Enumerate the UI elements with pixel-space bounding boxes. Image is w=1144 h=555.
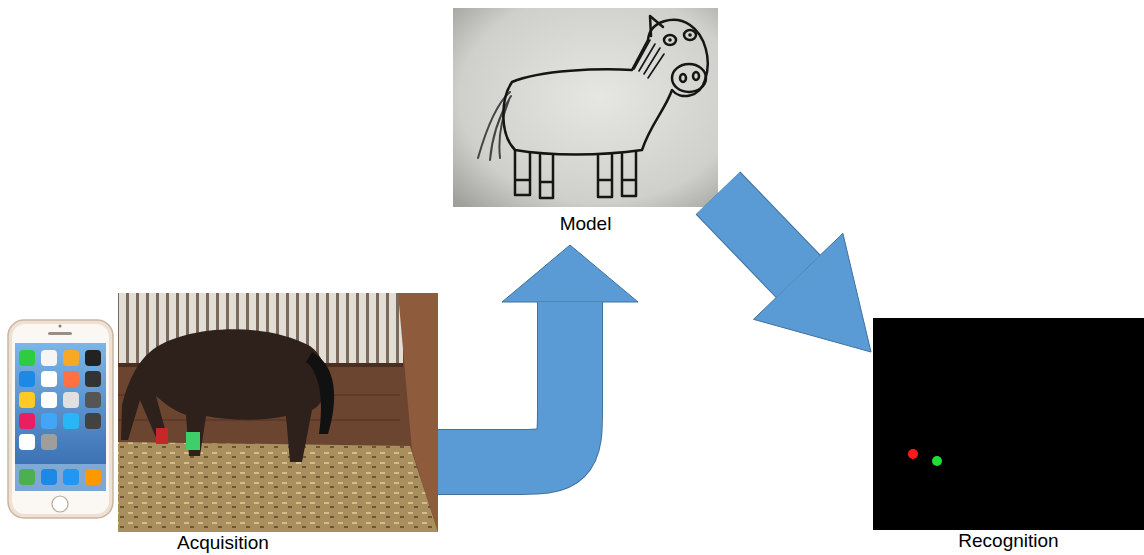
app-icon <box>63 413 79 429</box>
app-icon <box>85 413 101 429</box>
arrow-shaft <box>718 193 798 276</box>
phone-camera <box>59 325 62 328</box>
block-arrow <box>718 193 871 352</box>
panel-node: Model <box>453 8 718 235</box>
straw-bedding <box>118 442 438 532</box>
app-icon <box>41 469 57 485</box>
phone-screen <box>15 343 106 491</box>
horse-tail <box>306 352 334 434</box>
sketch-pupil <box>688 33 692 37</box>
sketch-leg <box>598 155 612 197</box>
panel-node: Recognition <box>873 318 1144 552</box>
app-icon <box>85 469 101 485</box>
sketch-leg <box>540 155 553 198</box>
sketch-nose <box>672 64 706 92</box>
block-arrow <box>438 245 638 462</box>
app-icon <box>19 350 35 366</box>
app-icon <box>85 371 101 387</box>
app-icon <box>19 392 35 408</box>
phone-dock <box>15 464 106 491</box>
phone-face <box>12 324 109 514</box>
sketch-leg <box>622 152 636 196</box>
red-leg-wrap <box>156 428 168 444</box>
home-button <box>52 496 68 512</box>
app-icon <box>41 434 57 450</box>
sketch-eye <box>684 30 696 40</box>
arrow-outline <box>438 302 570 462</box>
paper-sheet <box>453 8 718 207</box>
sketch-nostril <box>680 74 686 82</box>
panel-label: Model <box>453 213 718 235</box>
app-icon <box>63 350 79 366</box>
phone-speaker <box>48 332 72 335</box>
green-marker <box>932 456 942 466</box>
app-icon <box>85 392 101 408</box>
green-leg-wrap <box>186 432 200 450</box>
app-icon <box>19 469 35 485</box>
app-icon <box>41 350 57 366</box>
panel-node: Acquisition <box>8 293 438 554</box>
app-icon <box>41 371 57 387</box>
app-icon <box>63 469 79 485</box>
app-icons <box>15 350 106 491</box>
arrow-shaft <box>438 302 570 462</box>
app-icon <box>41 413 57 429</box>
sketch-eye <box>664 35 676 45</box>
sketch-body <box>503 20 707 155</box>
sketch-ear <box>650 16 663 36</box>
sketch-mane <box>634 40 664 78</box>
sketch-tail <box>478 92 511 160</box>
arrow-outline <box>718 193 798 276</box>
stall-wall <box>118 293 438 532</box>
app-icon <box>41 392 57 408</box>
horse-sketch <box>478 16 708 198</box>
sketch-leg <box>515 150 530 195</box>
app-icon <box>85 350 101 366</box>
red-marker <box>908 449 918 459</box>
arrow-head <box>502 245 638 302</box>
sketch-pupil <box>668 38 672 42</box>
panel-label: Recognition <box>873 530 1144 552</box>
sketch-nostril <box>693 72 699 80</box>
phone-body <box>8 320 113 518</box>
output-frame <box>873 318 1144 530</box>
horse-body <box>121 329 327 462</box>
panel-label: Acquisition <box>8 532 438 554</box>
app-icon <box>19 371 35 387</box>
app-icon <box>63 371 79 387</box>
app-icon <box>19 434 35 450</box>
app-icon <box>19 413 35 429</box>
app-icon <box>63 392 79 408</box>
